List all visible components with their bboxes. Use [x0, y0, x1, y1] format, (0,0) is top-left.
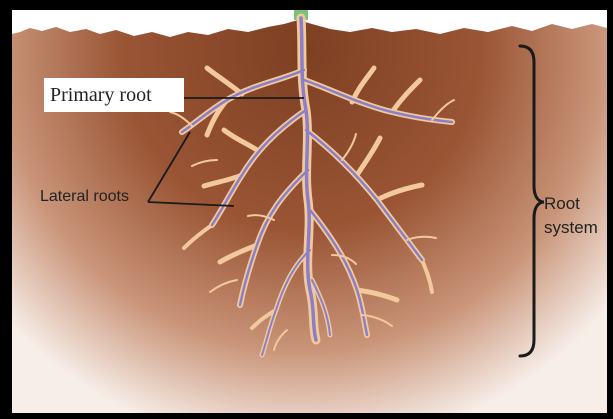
root-system-label-line2: system	[544, 216, 598, 240]
root-system-diagram	[12, 10, 607, 413]
primary-root-label: Primary root	[44, 78, 184, 112]
root-system-label-line1: Root	[544, 192, 598, 216]
diagram-panel: Primary root Lateral roots Root system	[12, 10, 607, 413]
lateral-roots-label: Lateral roots	[40, 187, 129, 207]
root-system-label: Root system	[544, 192, 598, 240]
